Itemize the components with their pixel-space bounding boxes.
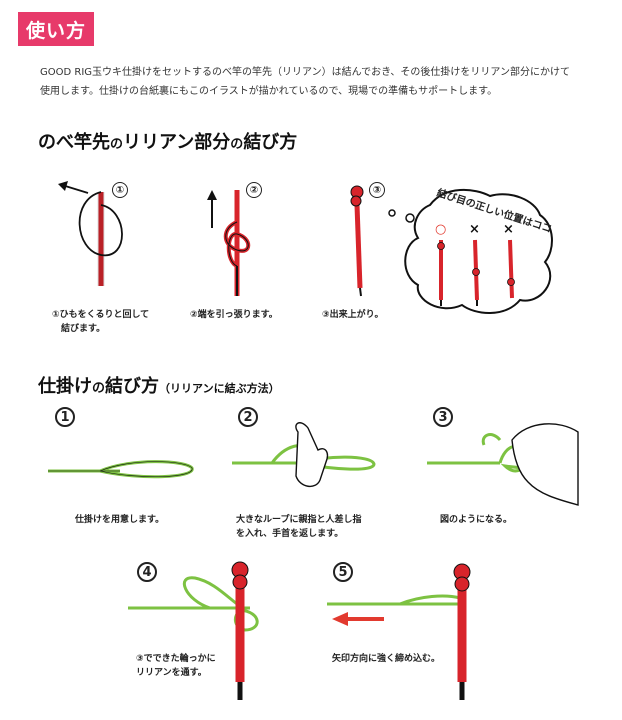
section1-heading-c: リリアン部分: [123, 132, 231, 153]
s2-step1-caption: 仕掛けを用意します。: [75, 515, 165, 525]
intro-text: GOOD RIG玉ウキ仕掛けをセットするのべ竿の竿先（リリアン）は結んでおき、そ…: [40, 63, 600, 101]
section1-heading: のべ竿先のリリアン部分の結び方: [38, 128, 297, 154]
s1-step3-caption: ③出来上がり。: [322, 310, 384, 320]
s2-step3-number: 3: [433, 407, 453, 427]
section2-heading-a: 仕掛け: [38, 376, 92, 397]
line-step1-illustration: [48, 460, 194, 479]
section1-heading-e: 結び方: [243, 132, 298, 153]
s1-step2-number: ②: [246, 182, 262, 198]
section2-heading-note: （リリアンに結ぶ方法）: [159, 382, 280, 395]
s1-step3-number: ③: [369, 182, 385, 198]
usage-badge: 使い方: [18, 12, 94, 46]
s1-step1-caption: ①ひもをくるりと回して 結びます。: [52, 310, 150, 334]
rod-knot-step3-illustration: [350, 185, 364, 297]
s2-step2-caption: 大きなループに親指と人差し指 を入れ、手首を返します。: [236, 515, 362, 539]
section1-heading-a: のべ竿先: [38, 132, 110, 153]
s2-step5-number: 5: [333, 562, 353, 582]
section1-heading-d: の: [230, 137, 244, 152]
s2-step3-caption: 図のようになる。: [440, 515, 513, 525]
s2-step2-number: 2: [238, 407, 258, 427]
mark-wrong-1: ×: [469, 222, 480, 237]
section2-heading-b: の: [92, 381, 106, 396]
section2-heading: 仕掛けの結び方（リリアンに結ぶ方法）: [38, 372, 280, 398]
s1-step2-caption: ②端を引っ張ります。: [190, 310, 278, 320]
mark-correct: ○: [435, 222, 447, 237]
line-step4-illustration: [128, 561, 259, 700]
line-step2-illustration: [232, 422, 376, 487]
line-step3-illustration: [427, 423, 579, 506]
s2-step5-caption: 矢印方向に強く締め込む。: [332, 654, 441, 664]
intro-line-1: GOOD RIG玉ウキ仕掛けをセットするのべ竿の竿先（リリアン）は結んでおき、そ…: [40, 67, 571, 78]
s2-step4-number: 4: [137, 562, 157, 582]
line-step5-illustration: [327, 563, 471, 700]
rod-knot-step2-illustration: [207, 190, 251, 296]
knot-position-bubble: [388, 188, 553, 314]
s2-step1-number: 1: [55, 407, 75, 427]
rod-knot-step1-illustration: [58, 181, 123, 286]
s1-step1-number: ①: [112, 182, 128, 198]
mark-wrong-2: ×: [503, 222, 514, 237]
section1-heading-b: の: [110, 137, 124, 152]
intro-line-2: 使用します。仕掛けの台紙裏にもこのイラストが描かれているので、現場での準備もサポ…: [40, 86, 498, 97]
s2-step4-caption: ③でできた輪っかに リリアンを通す。: [136, 654, 216, 678]
section2-heading-c: 結び方: [105, 376, 160, 397]
